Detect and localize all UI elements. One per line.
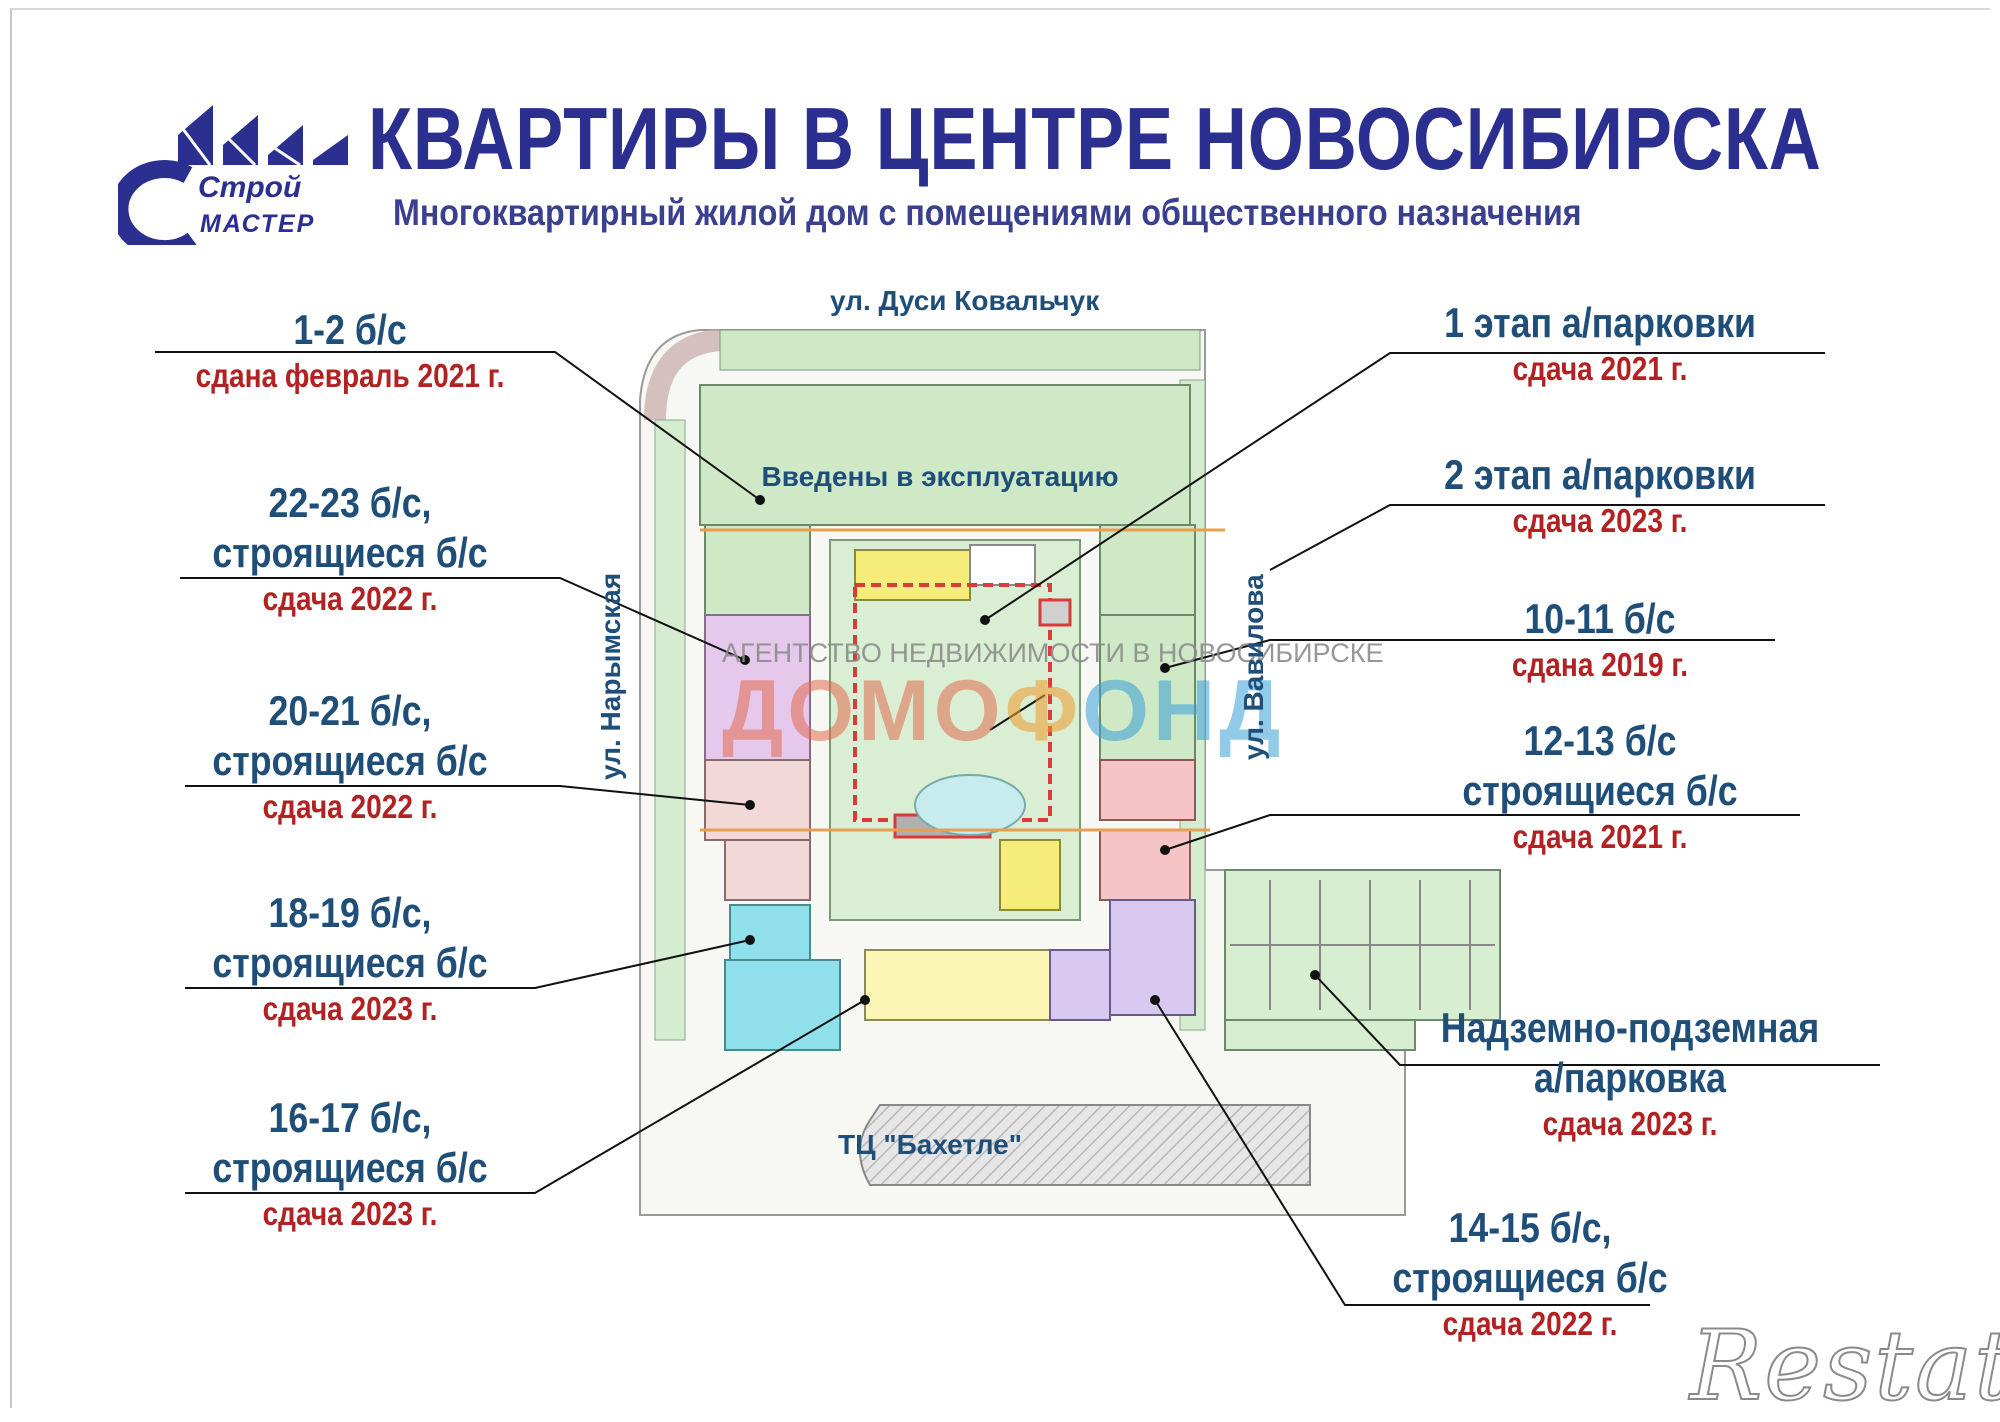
- brand-part-3: ОНД: [1082, 663, 1285, 759]
- label-bs-16-17: 16-17 б/с, строящиеся б/с сдача 2023 г.: [212, 1094, 488, 1232]
- mall-label: ТЦ "Бахетле": [838, 1129, 1022, 1160]
- street-east: ул. Вавилова: [1238, 574, 1269, 760]
- restate-watermark: Restate: [1689, 1309, 2000, 1422]
- street-north: ул. Дуси Ковальчук: [830, 285, 1100, 316]
- label-bs-10-11: 10-11 б/с сдана 2019 г.: [1511, 595, 1689, 683]
- operational-label: Введены в эксплуатацию: [762, 461, 1119, 492]
- label-parking-2: 2 этап а/парковки сдача 2023 г.: [1444, 451, 1756, 539]
- page-title: КВАРТИРЫ В ЦЕНТРЕ НОВОСИБИРСКА: [368, 89, 1822, 188]
- brand-part-2: Ф: [1004, 663, 1083, 759]
- company-logo: Строй: [118, 105, 348, 245]
- logo-script-text: Строй: [198, 171, 301, 204]
- label-bs-22-23: 22-23 б/с, строящиеся б/с сдача 2022 г.: [212, 479, 488, 617]
- street-west: ул. Нарымская: [595, 572, 626, 780]
- label-bs-14-15: 14-15 б/с, строящиеся б/с сдача 2022 г.: [1392, 1204, 1668, 1342]
- label-parking-big: Надземно-подземная а/парковка сдача 2023…: [1440, 1004, 1820, 1142]
- label-parking-1: 1 этап а/парковки сдача 2021 г.: [1444, 299, 1756, 387]
- label-bs-20-21: 20-21 б/с, строящиеся б/с сдача 2022 г.: [212, 687, 488, 825]
- label-bs-1-2: 1-2 б/с сдана февраль 2021 г.: [195, 306, 505, 394]
- page-subtitle: Многоквартирный жилой дом с помещениями …: [393, 192, 1582, 233]
- label-bs-18-19: 18-19 б/с, строящиеся б/с сдача 2023 г.: [212, 889, 488, 1027]
- label-bs-12-13: 12-13 б/с строящиеся б/с сдача 2021 г.: [1462, 717, 1738, 855]
- brand-watermark: ДОМОФОНД: [722, 662, 1284, 761]
- logo-text: МАСТЕР: [200, 210, 316, 238]
- image-frame: [10, 8, 1990, 1408]
- agency-watermark: АГЕНТСТВО НЕДВИЖИМОСТИ В НОВОСИБИРСКЕ: [722, 638, 1384, 668]
- brand-part-1: ДОМО: [722, 663, 1005, 759]
